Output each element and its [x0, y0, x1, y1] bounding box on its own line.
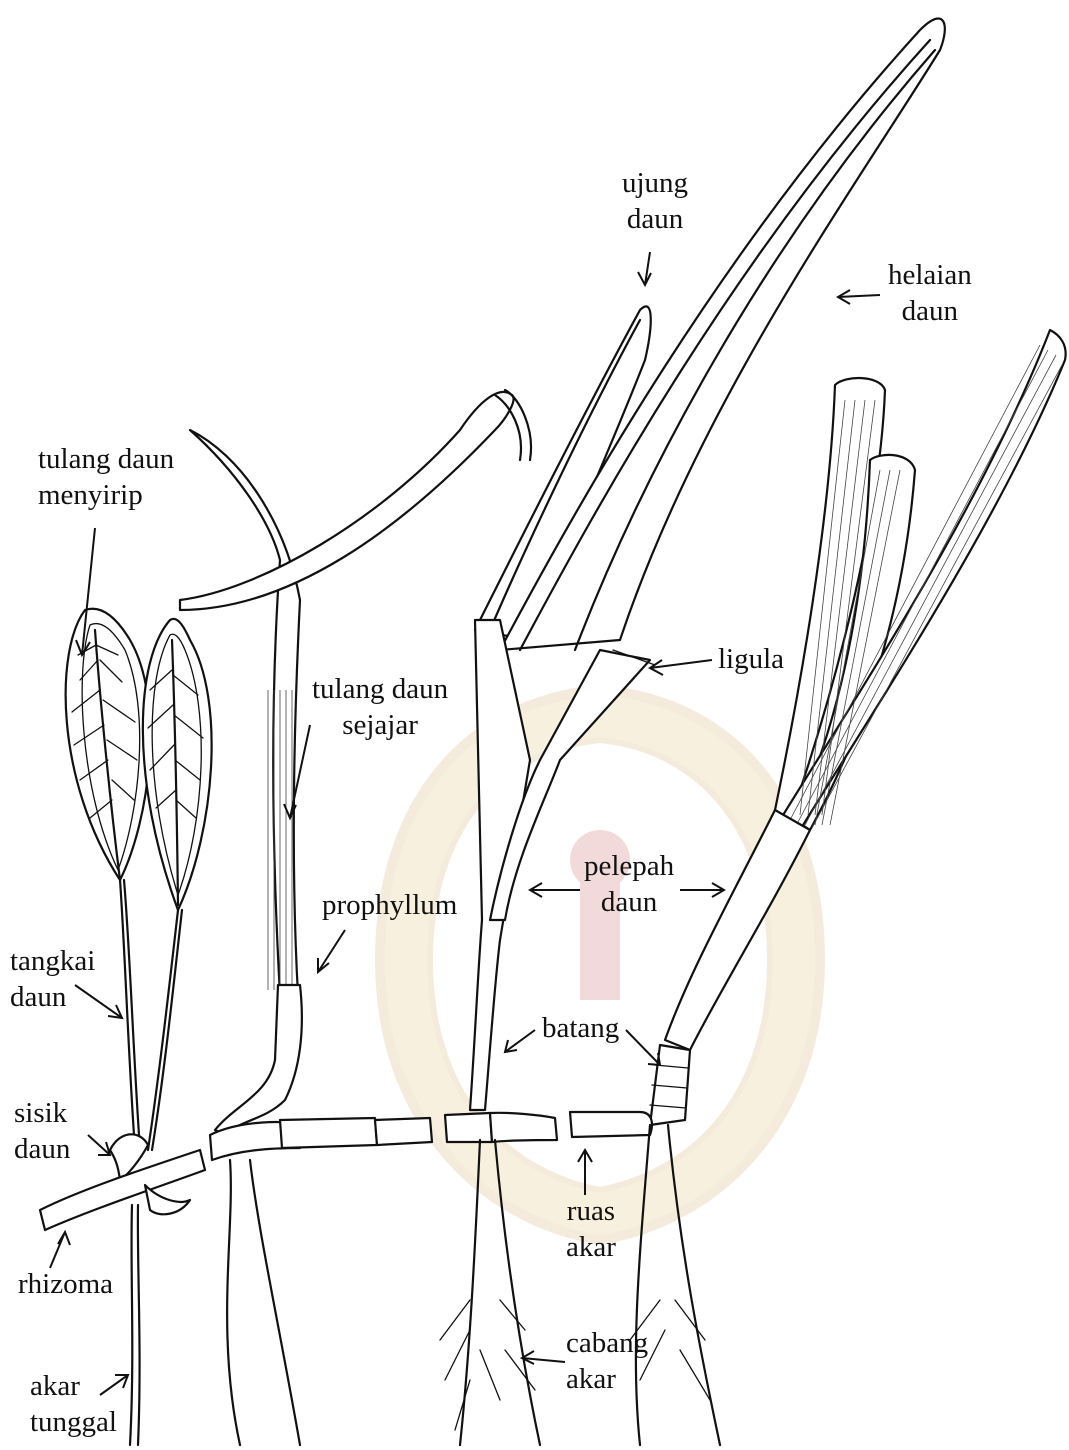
arrow-cabang-akar	[522, 1351, 565, 1364]
label-tulang-daun-sejajar: tulang daun sejajar	[312, 671, 448, 743]
label-ligula: ligula	[718, 641, 784, 677]
label-akar-tunggal-line1: akar	[30, 1368, 117, 1404]
label-tulang-daun-menyirip: tulang daun menyirip	[38, 441, 174, 513]
label-tulang-daun-sejajar-line2: sejajar	[312, 707, 448, 743]
label-helaian-daun: helaian daun	[888, 257, 972, 329]
label-cabang-akar-line2: akar	[566, 1361, 648, 1397]
label-ujung-daun: ujung daun	[622, 165, 688, 237]
label-ruas-akar: ruas akar	[566, 1193, 616, 1265]
label-ujung-daun-line1: ujung	[622, 165, 688, 201]
label-ruas-akar-line1: ruas	[566, 1193, 616, 1229]
label-sisik-daun: sisik daun	[14, 1095, 70, 1167]
arrow-sisik-daun	[88, 1135, 110, 1155]
label-akar-tunggal-line2: tunggal	[30, 1404, 117, 1440]
label-sisik-daun-line1: sisik	[14, 1095, 70, 1131]
label-tulang-daun-sejajar-line1: tulang daun	[312, 671, 448, 707]
arrow-helaian-daun	[838, 290, 880, 304]
label-cabang-akar: cabang akar	[566, 1325, 648, 1397]
label-tulang-daun-menyirip-line2: menyirip	[38, 477, 174, 513]
arrow-prophyllum	[318, 930, 345, 972]
plant-pinnate	[40, 609, 212, 1445]
label-ruas-akar-line2: akar	[566, 1229, 616, 1265]
label-pelepah-daun-line1: pelepah	[584, 848, 674, 884]
label-helaian-daun-line1: helaian	[888, 257, 972, 293]
label-pelepah-daun: pelepah daun	[584, 848, 674, 920]
label-pelepah-daun-line2: daun	[584, 884, 674, 920]
label-batang: batang	[542, 1010, 619, 1046]
label-tulang-daun-menyirip-line1: tulang daun	[38, 441, 174, 477]
label-cabang-akar-line1: cabang	[566, 1325, 648, 1361]
label-prophyllum: prophyllum	[322, 887, 457, 923]
label-ujung-daun-line2: daun	[622, 201, 688, 237]
university-watermark	[380, 690, 820, 1240]
label-tangkai-daun-line1: tangkai	[10, 943, 95, 979]
arrow-ligula	[650, 660, 712, 675]
label-sisik-daun-line2: daun	[14, 1131, 70, 1167]
label-akar-tunggal: akar tunggal	[30, 1368, 117, 1440]
label-rhizoma: rhizoma	[18, 1266, 113, 1302]
label-tangkai-daun-line2: daun	[10, 979, 95, 1015]
arrow-ujung-daun	[638, 252, 651, 285]
label-tangkai-daun: tangkai daun	[10, 943, 95, 1015]
arrow-rhizoma	[50, 1232, 70, 1268]
label-helaian-daun-line2: daun	[888, 293, 972, 329]
